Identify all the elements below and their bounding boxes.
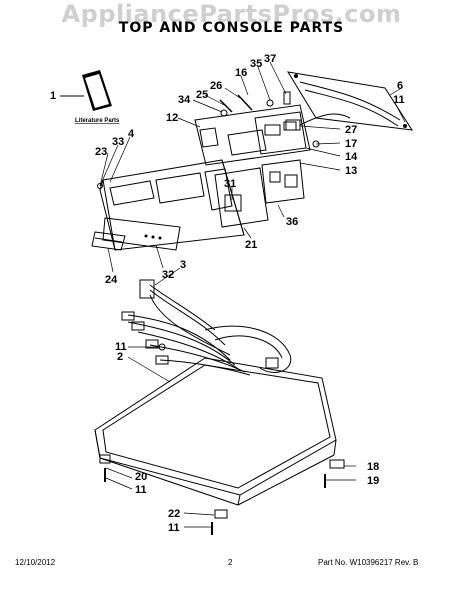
callout-12: 12 bbox=[166, 112, 178, 124]
part-top-panel bbox=[94, 357, 337, 506]
callout-33: 33 bbox=[112, 136, 124, 148]
callout-18: 18 bbox=[367, 461, 379, 473]
literature-label: Literature Parts bbox=[75, 118, 120, 124]
callout-16: 16 bbox=[235, 67, 247, 79]
callout-26: 26 bbox=[210, 80, 222, 92]
callout-14: 14 bbox=[345, 151, 358, 163]
footer-date: 12/10/2012 bbox=[15, 558, 56, 567]
callout-32: 32 bbox=[162, 269, 174, 281]
callout-23: 23 bbox=[95, 146, 107, 158]
callout-34: 34 bbox=[178, 94, 191, 106]
callout-1: 1 bbox=[50, 90, 56, 102]
callout-2: 2 bbox=[117, 351, 123, 363]
part-wire-harness bbox=[121, 279, 292, 376]
callout-19: 19 bbox=[367, 475, 379, 487]
page-title: TOP AND CONSOLE PARTS bbox=[118, 20, 345, 36]
part-harness-plug bbox=[285, 113, 351, 131]
callout-4: 4 bbox=[128, 128, 135, 140]
callout-11-c: 11 bbox=[135, 484, 147, 496]
callout-21: 21 bbox=[245, 239, 257, 251]
callout-25: 25 bbox=[196, 89, 208, 101]
callout-6: 6 bbox=[397, 80, 403, 92]
callout-13: 13 bbox=[345, 165, 357, 177]
part-literature bbox=[60, 70, 112, 111]
callout-27: 27 bbox=[345, 124, 357, 136]
leader-lines bbox=[99, 61, 406, 528]
callout-3: 3 bbox=[180, 259, 186, 271]
part-ui-board bbox=[214, 159, 305, 228]
callout-22: 22 bbox=[168, 508, 180, 520]
part-console-back bbox=[287, 71, 413, 131]
part-trim bbox=[91, 231, 126, 251]
callout-24: 24 bbox=[105, 274, 118, 286]
callout-11-b: 11 bbox=[115, 341, 127, 353]
part-bracket bbox=[194, 104, 311, 166]
callout-31: 31 bbox=[224, 178, 236, 190]
watermark: AppliancePartsPros.com bbox=[61, 0, 402, 28]
callout-35: 35 bbox=[250, 58, 262, 70]
callout-17: 17 bbox=[345, 138, 357, 150]
callout-20: 20 bbox=[135, 471, 147, 483]
footer-part-number: Part No. W10396217 Rev. B bbox=[318, 558, 419, 567]
part-hinges-screws bbox=[99, 454, 345, 535]
callout-36: 36 bbox=[286, 216, 298, 228]
callout-11-a: 11 bbox=[393, 94, 405, 106]
callout-numbers: 1 2 3 4 6 11 11 11 11 12 13 14 16 17 18 … bbox=[50, 53, 405, 534]
footer-page-number: 2 bbox=[228, 558, 233, 567]
callout-11-d: 11 bbox=[168, 522, 180, 534]
callout-37: 37 bbox=[264, 53, 276, 65]
